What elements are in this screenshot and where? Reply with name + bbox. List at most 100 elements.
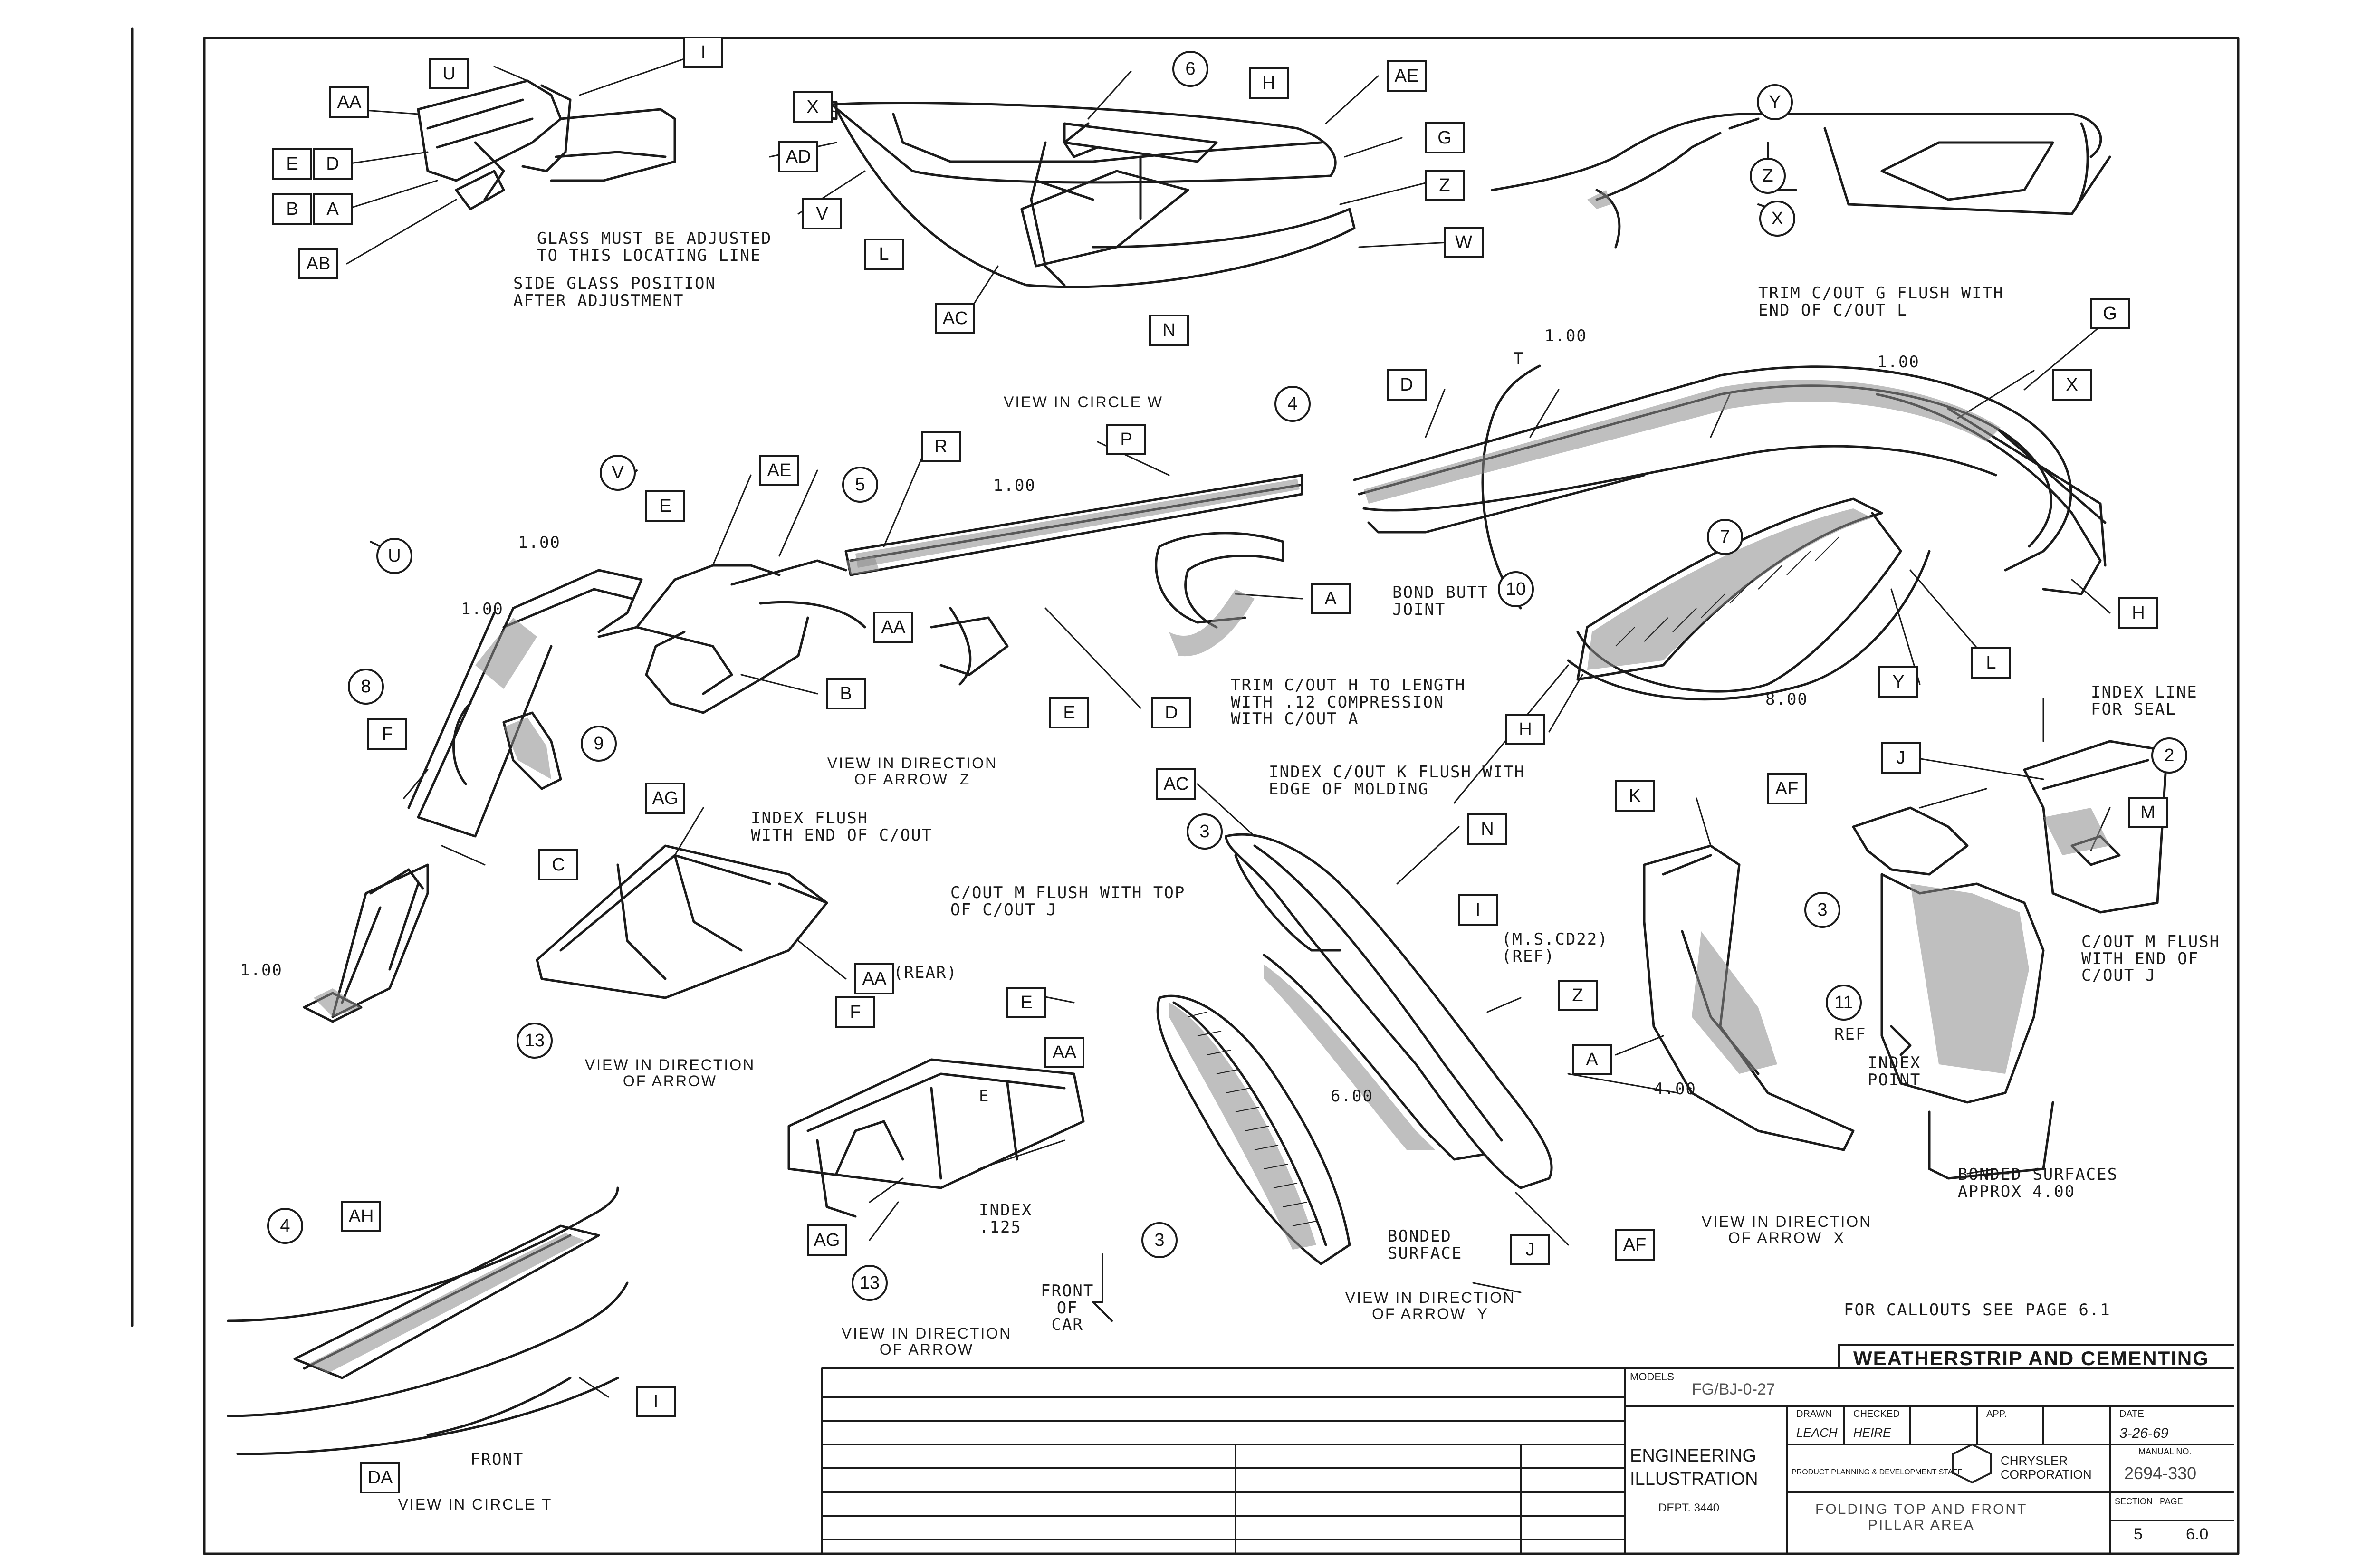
circled-4: 4 [1274,386,1311,422]
callout-l: L [864,239,904,270]
callout-g: G [1425,122,1465,153]
view-arrow-u-molding [787,1058,1085,1218]
circled-3c: 3 [1141,1222,1178,1258]
dept-label: DEPT. 3440 [1658,1501,1720,1514]
caption-arrow-y: VIEW IN DIRECTION OF ARROW Y [1345,1289,1516,1322]
callout-af2: AF [1767,773,1807,804]
callout-aa4: AA [1044,1037,1084,1068]
callout-d2: D [1151,697,1191,728]
callout-aa: AA [329,86,369,118]
note-bonded-surface: BONDED SURFACE [1388,1227,1463,1263]
circled-8: 8 [348,669,384,705]
callout-w: W [1444,227,1484,258]
callout-x: X [793,91,833,123]
callout-ah: AH [341,1201,381,1232]
note-side-glass: SIDE GLASS POSITION AFTER ADJUSTMENT [513,274,716,310]
note-rear: (REAR) [893,963,958,982]
callout-ae: AE [1387,60,1427,92]
drawn-by: LEACH [1796,1425,1838,1440]
note-letter-e: E [979,1087,990,1106]
callout-c: C [538,849,578,880]
callout-ae2: AE [759,455,799,486]
section-page-label: SECTION PAGE [2115,1497,2183,1506]
dim-5: 1.00 [1877,353,1920,372]
view-arrow-v-bracket [536,844,828,999]
circled-10: 10 [1498,571,1534,607]
callout-f2: F [835,996,875,1028]
callout-f: F [367,718,407,750]
callout-aa2: AA [873,612,913,643]
drawing-date: 3-26-69 [2119,1425,2169,1441]
dim-2: 1.00 [461,600,504,619]
circled-2: 2 [2151,737,2187,774]
callout-e4: E [1006,987,1046,1018]
drawing-border [203,37,2240,1555]
caption-arrow-x: VIEW IN DIRECTION OF ARROW X [1701,1213,1872,1246]
dim-1: 1.00 [518,533,561,552]
note-trim-h: TRIM C/OUT H TO LENGTH WITH .12 COMPRESS… [1231,676,1466,729]
callout-b2: B [826,678,866,709]
callout-da: DA [360,1462,400,1493]
circled-11: 11 [1826,985,1862,1021]
circled-v: V [600,455,636,491]
dim-6: 1.00 [240,961,283,980]
note-index-flush: INDEX FLUSH WITH END OF C/OUT [751,809,932,845]
callout-h3: H [1505,714,1545,745]
dim-4: 1.00 [1544,326,1587,345]
circled-13a: 13 [517,1023,553,1059]
callout-i2: I [636,1386,676,1417]
note-front-of-car: FRONT OF CAR [1041,1281,1094,1335]
callout-m: M [2128,797,2168,828]
title-block-lines [821,1344,2234,1555]
callout-z2: Z [1558,980,1598,1011]
note-trim-g: TRIM C/OUT G FLUSH WITH END OF C/OUT L [1758,284,2004,320]
section-value: 5 [2134,1525,2143,1543]
drawn-label: DRAWN [1796,1409,1832,1419]
note-index-point: INDEX POINT [1868,1053,1921,1090]
callout-ab: AB [298,248,338,279]
callout-v: V [802,198,842,229]
callout-d: D [313,148,353,180]
note-index-k: INDEX C/OUT K FLUSH WITH EDGE OF MOLDING [1269,763,1525,799]
callout-r: R [921,431,961,462]
circled-5: 5 [842,467,878,503]
circled-9: 9 [581,726,617,762]
circled-z: Z [1750,158,1786,194]
stamp-text: PRODUCT PLANNING & DEVELOPMENT STAFF [1792,1468,1963,1476]
callout-ii: I [683,37,723,68]
circled-7: 7 [1707,519,1743,555]
circled-3a: 3 [1187,813,1223,850]
callout-z: Z [1425,170,1465,201]
checked-by: HEIRE [1853,1425,1891,1440]
models-value: FG/BJ-0-27 [1692,1380,1775,1398]
dim-3: 1.00 [993,476,1036,495]
upper-left-glass-assembly [417,79,676,210]
view-arrow-x-bracket [1643,740,2168,1180]
drawing-title: WEATHERSTRIP AND CEMENTING [1853,1347,2209,1369]
page-value: 6.0 [2186,1525,2209,1543]
caption-circle-t: VIEW IN CIRCLE T [398,1496,553,1513]
callout-a: A [313,193,353,225]
callout-g2: G [2090,298,2130,329]
callout-n2: N [1467,813,1507,845]
callout-b: B [272,193,312,225]
checked-label: CHECKED [1853,1409,1900,1419]
caption-circle-w: VIEW IN CIRCLE W [1003,393,1164,411]
callout-j: J [1510,1234,1550,1265]
callout-a2: A [1311,583,1351,614]
dim-7: 8.00 [1765,690,1808,709]
callout-y: Y [1878,666,1918,698]
callout-n: N [1149,315,1189,346]
company-name: CHRYSLER CORPORATION [2001,1453,2092,1482]
manual-no-label: MANUAL NO. [2138,1447,2192,1456]
note-callouts-see: FOR CALLOUTS SEE PAGE 6.1 [1844,1300,2111,1319]
callout-j2: J [1881,742,1921,774]
callout-t: T [1514,349,1524,368]
callout-u: U [429,58,469,89]
note-index-line: INDEX LINE FOR SEAL [2091,683,2198,719]
circled-y: Y [1757,84,1793,120]
callout-i: I [1458,894,1498,926]
note-bond-butt: BOND BUTT JOINT [1392,583,1489,619]
callout-e: E [272,148,312,180]
caption-arrow-z: VIEW IN DIRECTION OF ARROW Z [827,755,998,788]
